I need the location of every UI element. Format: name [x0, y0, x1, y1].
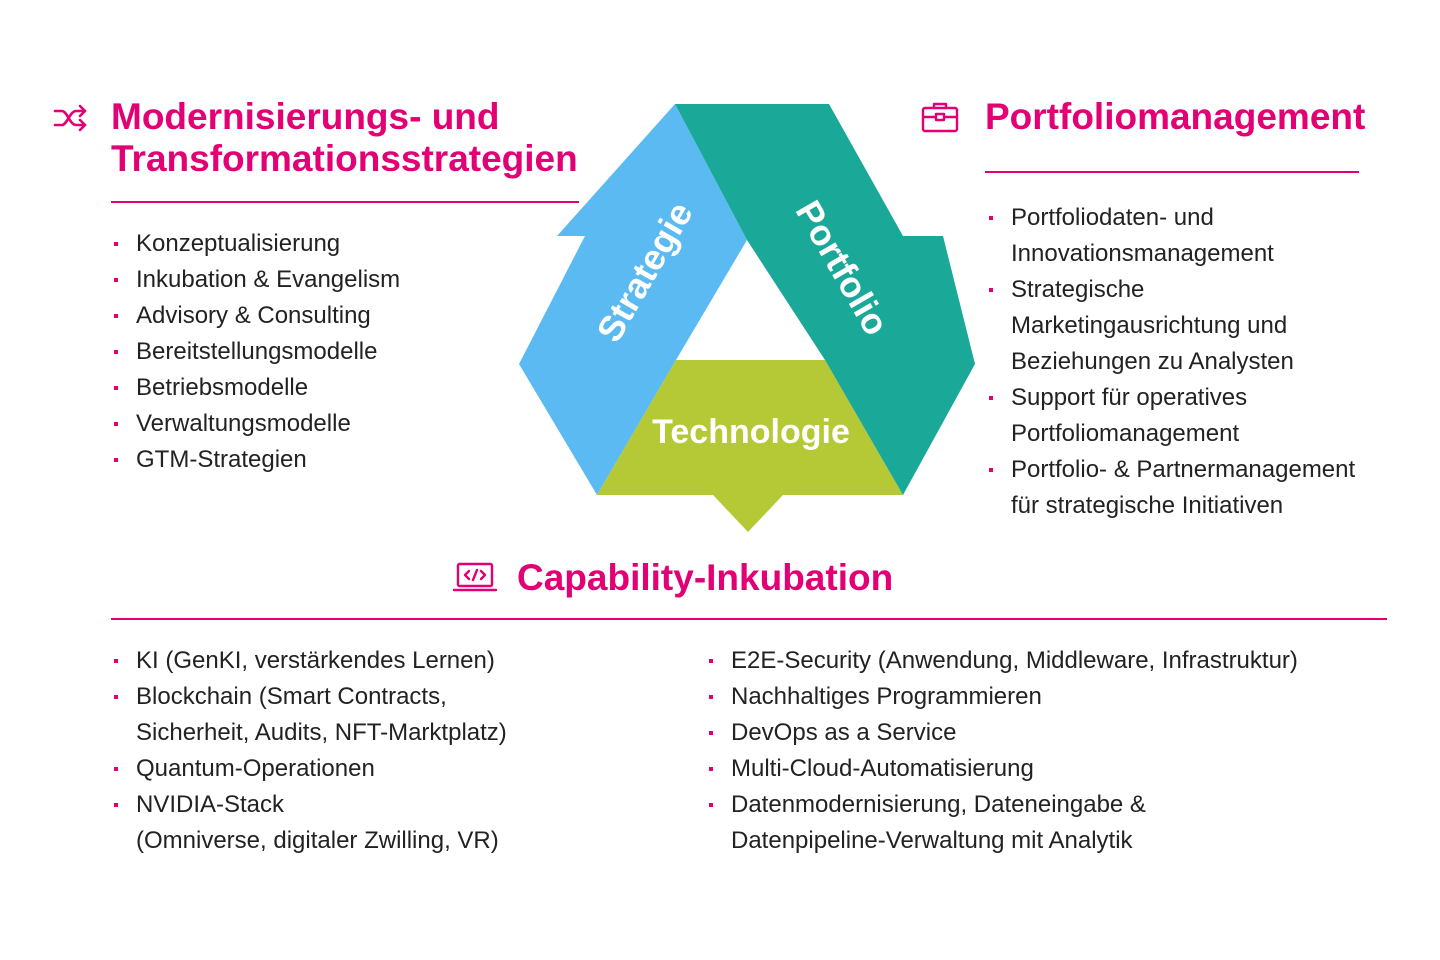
- list-item: Verwaltungsmodelle: [111, 406, 400, 442]
- code-laptop-icon: [452, 561, 498, 600]
- list-item: Datenmodernisierung, Dateneingabe & Date…: [706, 787, 1298, 859]
- list-item: Multi-Cloud-Automatisierung: [706, 751, 1298, 787]
- list-item-line: Quantum-Operationen: [136, 755, 375, 782]
- capability-title: Capability-Inkubation: [517, 557, 894, 598]
- list-item: Betriebsmodelle: [111, 370, 400, 406]
- list-item-line: DevOps as a Service: [731, 719, 957, 746]
- triangle-diagram: Strategie Portfolio Technologie: [519, 104, 975, 532]
- briefcase-icon: [920, 100, 960, 139]
- capability-divider: [111, 618, 1387, 620]
- shuffle-icon: [52, 102, 90, 139]
- list-item: GTM-Strategien: [111, 442, 400, 478]
- list-item-line: Innovationsmanagement: [1011, 240, 1274, 267]
- list-item-line: Strategische: [1011, 276, 1145, 303]
- modernisierung-title-line2: Transformationsstrategien: [111, 138, 578, 179]
- list-item: Inkubation & Evangelism: [111, 262, 400, 298]
- list-item-line: NVIDIA-Stack: [136, 791, 285, 818]
- list-item-line: (Omniverse, digitaler Zwilling, VR): [136, 827, 499, 854]
- list-item-line: KI (GenKI, verstärkendes Lernen): [136, 647, 495, 674]
- technologie-band: [597, 360, 903, 532]
- list-item: Strategische Marketingausrichtung und Be…: [986, 272, 1355, 380]
- list-item-line: Sicherheit, Audits, NFT-Marktplatz): [136, 719, 507, 746]
- list-item-line: Portfolio- & Partnermanagement: [1011, 456, 1356, 483]
- technologie-label: Technologie: [652, 413, 850, 451]
- capability-right-list: E2E-Security (Anwendung, Middleware, Inf…: [706, 643, 1298, 859]
- list-item-line: Portfoliomanagement: [1011, 420, 1240, 447]
- list-item-line: Marketingausrichtung und: [1011, 312, 1288, 339]
- list-item: Support für operatives Portfoliomanageme…: [986, 380, 1355, 452]
- portfolio-title: Portfoliomanagement: [985, 96, 1366, 137]
- list-item-line: Portfoliodaten- und: [1011, 204, 1214, 231]
- portfolio-divider: [985, 171, 1359, 173]
- list-item: E2E-Security (Anwendung, Middleware, Inf…: [706, 643, 1298, 679]
- list-item: Konzeptualisierung: [111, 226, 400, 262]
- list-item: Portfoliodaten- und Innovationsmanagemen…: [986, 200, 1355, 272]
- list-item: Advisory & Consulting: [111, 298, 400, 334]
- strategie-band: [519, 104, 747, 495]
- portfolio-list: Portfoliodaten- und Innovationsmanagemen…: [986, 200, 1355, 524]
- capability-left-list: KI (GenKI, verstärkendes Lernen) Blockch…: [111, 643, 507, 859]
- list-item-line: für strategische Initiativen: [1011, 492, 1284, 519]
- list-item: Nachhaltiges Programmieren: [706, 679, 1298, 715]
- list-item: NVIDIA-Stack (Omniverse, digitaler Zwill…: [111, 787, 507, 859]
- portfolio-band: [675, 104, 975, 495]
- list-item: Blockchain (Smart Contracts, Sicherheit,…: [111, 679, 507, 751]
- list-item: KI (GenKI, verstärkendes Lernen): [111, 643, 507, 679]
- list-item-line: Multi-Cloud-Automatisierung: [731, 755, 1034, 782]
- list-item-line: Beziehungen zu Analysten: [1011, 348, 1294, 375]
- list-item-line: Blockchain (Smart Contracts,: [136, 683, 447, 710]
- modernisierung-title-line1: Modernisierungs- und: [111, 96, 500, 137]
- list-item-line: Support für operatives: [1011, 384, 1248, 411]
- list-item: Quantum-Operationen: [111, 751, 507, 787]
- list-item-line: Datenpipeline-Verwaltung mit Analytik: [731, 827, 1133, 854]
- list-item-line: E2E-Security (Anwendung, Middleware, Inf…: [731, 647, 1298, 674]
- modernisierung-title: Modernisierungs- und Transformationsstra…: [111, 96, 578, 180]
- list-item-line: Datenmodernisierung, Dateneingabe &: [731, 791, 1146, 818]
- list-item: DevOps as a Service: [706, 715, 1298, 751]
- modernisierung-divider: [111, 201, 579, 203]
- list-item: Bereitstellungsmodelle: [111, 334, 400, 370]
- list-item-line: Nachhaltiges Programmieren: [731, 683, 1042, 710]
- list-item: Portfolio- & Partnermanagement für strat…: [986, 452, 1355, 524]
- modernisierung-list: Konzeptualisierung Inkubation & Evangeli…: [111, 226, 400, 478]
